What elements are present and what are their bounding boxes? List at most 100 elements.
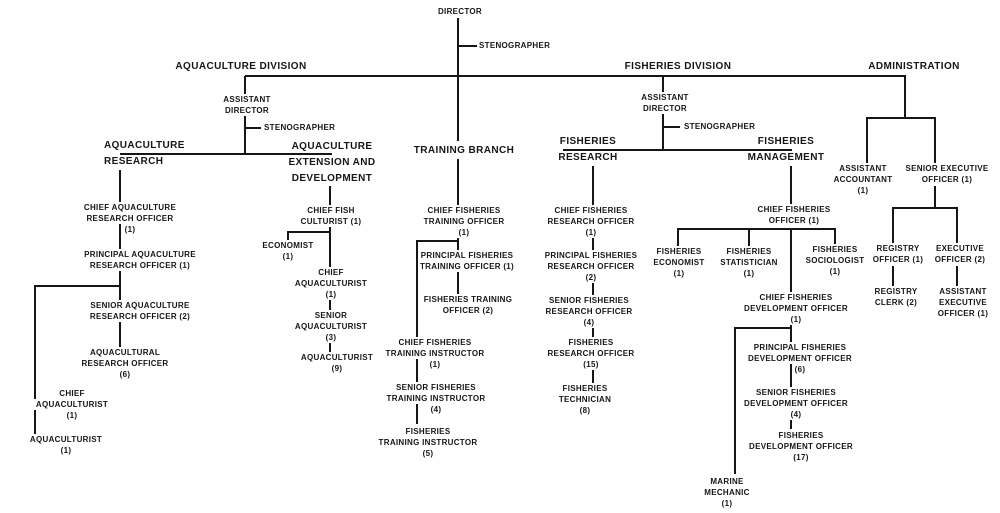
label-line: (1) xyxy=(280,251,296,262)
label-line: DEVELOPMENT xyxy=(291,173,373,184)
label-line: FISHERIES xyxy=(559,136,617,147)
section-title-fisheries-research: FISHERIES RESEARCH xyxy=(556,134,619,166)
connector-senior-executive-split xyxy=(893,207,958,209)
connector-aquaculture-split xyxy=(120,153,332,155)
label-line: REGISTRY xyxy=(872,286,920,297)
label-line: TRAINING INSTRUCTOR xyxy=(376,437,480,448)
label-line: DEVELOPMENT OFFICER xyxy=(747,441,855,452)
label-line: SENIOR EXECUTIVE xyxy=(903,163,991,174)
label-line: FISHERIES xyxy=(560,383,610,394)
label-line: (8) xyxy=(577,405,593,416)
label-line: (1) xyxy=(583,227,599,238)
label-line: SENIOR FISHERIES xyxy=(547,295,631,306)
label-line: STENOGRAPHER xyxy=(682,121,758,132)
connector-fisheries-economist-drop xyxy=(677,228,679,246)
label-line: DEVELOPMENT OFFICER xyxy=(742,398,850,409)
label-line: STATISTICIAN xyxy=(718,257,780,268)
label-line: (17) xyxy=(791,452,811,463)
connector-registry-officer-drop xyxy=(892,207,894,243)
label-line: AQUACULTURAL xyxy=(87,347,163,358)
node-stenographer-aquaculture: STENOGRAPHER xyxy=(262,122,338,133)
connector-marine-mechanic-branch xyxy=(735,327,792,329)
label-line: FISHERIES xyxy=(776,430,826,441)
label-line: AQUACULTURIST xyxy=(33,399,111,410)
label-line: OFFICER (1) xyxy=(870,254,926,265)
connector-training-instructor-branch xyxy=(417,240,459,242)
connector-director-drop xyxy=(457,18,459,141)
label-line: CHIEF FISHERIES xyxy=(755,204,833,215)
label-line: (4) xyxy=(581,317,597,328)
label-line: (2) xyxy=(583,272,599,283)
connector-registry-clerk-drop xyxy=(892,266,894,286)
label-line: AQUACULTURE xyxy=(291,141,373,152)
label-line: TECHNICIAN xyxy=(556,394,614,405)
connector-main-horizontal xyxy=(245,75,906,77)
connector-executive-officer-drop xyxy=(956,207,958,243)
label-line: TRAINING INSTRUCTOR xyxy=(383,348,487,359)
label-line: FISHERIES xyxy=(757,136,815,147)
connector-development-chain xyxy=(790,228,792,429)
label-line: REGISTRY xyxy=(874,243,922,254)
label-line: RESEARCH OFFICER xyxy=(84,213,176,224)
label-line: TRAINING OFFICER xyxy=(421,216,507,227)
label-line: (1) xyxy=(58,445,74,456)
label-line: ECONOMIST xyxy=(260,240,316,251)
label-line: DIRECTOR xyxy=(222,105,272,116)
label-line: PRINCIPAL AQUACULTURE xyxy=(82,249,198,260)
label-line: CHIEF FISHERIES xyxy=(757,292,835,303)
label-line: RESEARCH xyxy=(558,152,618,163)
connector-marine-mechanic-drop xyxy=(734,327,736,474)
division-title-fisheries: FISHERIES DIVISION xyxy=(623,59,734,75)
label-line: (6) xyxy=(117,369,133,380)
label-line: TRAINING OFFICER (1) xyxy=(418,261,516,272)
label-line: SENIOR FISHERIES xyxy=(394,382,478,393)
label-line: ASSISTANT xyxy=(639,92,691,103)
label-line: CHIEF xyxy=(57,388,87,399)
label-line: CULTURIST (1) xyxy=(298,216,364,227)
label-line: DIRECTOR xyxy=(435,6,485,17)
label-line: AQUACULTURIST xyxy=(292,321,370,332)
label-line: CHIEF FISHERIES xyxy=(425,205,503,216)
label-line: (1) xyxy=(719,498,735,509)
node-director: DIRECTOR xyxy=(435,6,485,17)
node-stenographer-top: STENOGRAPHER xyxy=(477,40,553,51)
label-line: (1) xyxy=(671,268,687,279)
label-line: (1) xyxy=(427,359,443,370)
connector-fisheries-statistician-drop xyxy=(748,228,750,246)
label-line: CHIEF FISH xyxy=(305,205,357,216)
connector-senior-executive-chain xyxy=(934,186,936,209)
label-line: (1) xyxy=(323,289,339,300)
node-aquaculturist-extension: AQUACULTURIST(9) xyxy=(298,352,376,374)
label-line: (9) xyxy=(329,363,345,374)
label-line: RESEARCH xyxy=(104,156,164,167)
label-line: FISHERIES xyxy=(810,244,860,255)
label-line: RESEARCH OFFICER (2) xyxy=(87,311,193,322)
label-line: CHIEF FISHERIES xyxy=(396,337,474,348)
node-aquaculturist-research: AQUACULTURIST(1) xyxy=(27,434,105,456)
connector-administration-split xyxy=(867,117,936,119)
label-line: FISHERIES xyxy=(403,426,453,437)
label-line: TRAINING BRANCH xyxy=(413,145,515,156)
